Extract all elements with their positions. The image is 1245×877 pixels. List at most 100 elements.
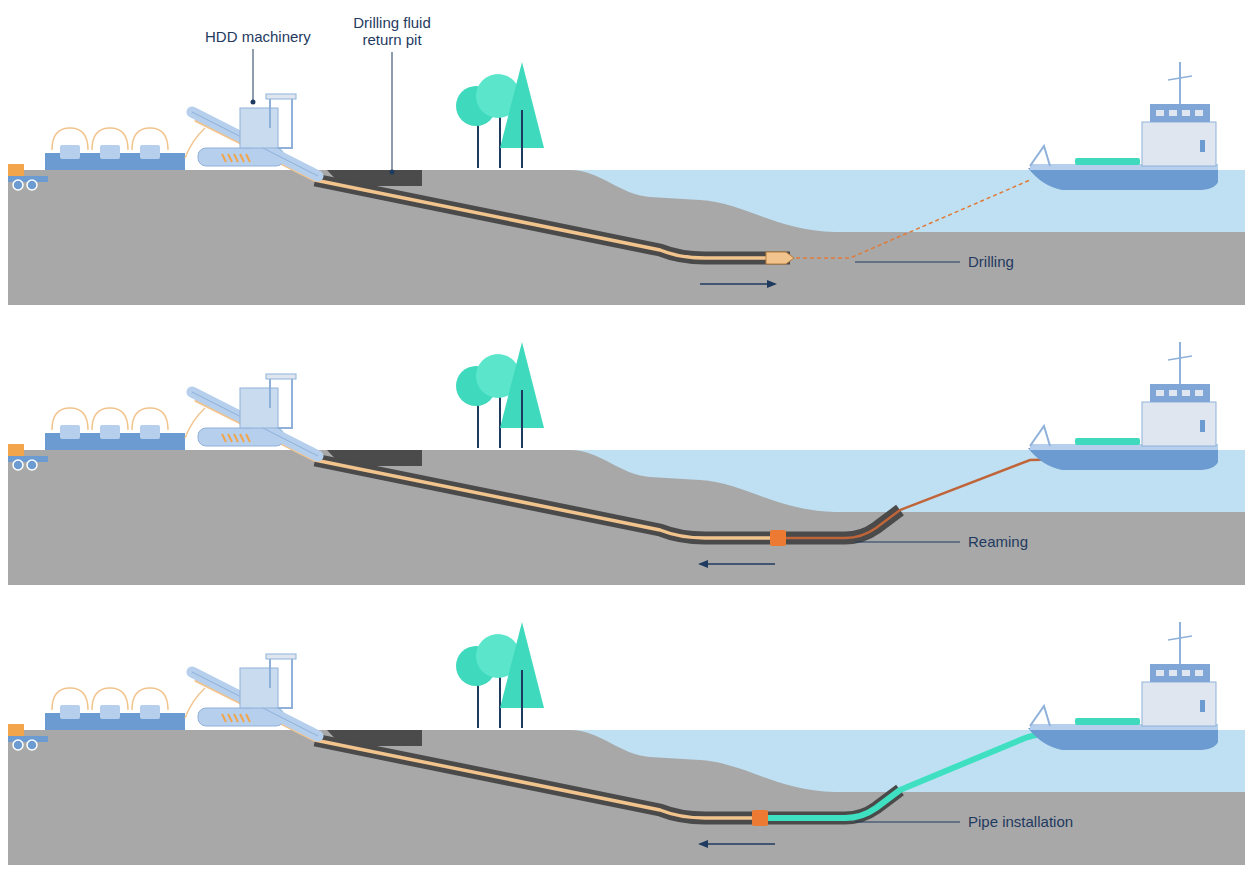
track-link [222,154,226,162]
a-frame [1030,706,1050,726]
arrow-head [698,560,708,568]
mast [1179,62,1181,104]
track-link [234,714,238,722]
cable-drum [1075,718,1140,725]
tank [60,145,80,159]
track-link [240,434,244,442]
borehole [315,460,900,538]
machine-body [240,388,278,428]
track-link [234,154,238,162]
wheel [13,460,23,470]
window [1182,110,1190,116]
wheel [13,180,23,190]
leader-lines [251,49,961,822]
machine-body [240,108,278,148]
ship-hull [1028,168,1218,190]
mast [1179,342,1181,384]
callout-label: Drilling fluid return pit [337,14,447,48]
cable-drum [1075,438,1140,445]
window [1182,390,1190,396]
a-frame [1030,146,1050,166]
tank [140,705,160,719]
window [1156,670,1164,676]
leader-line [855,822,960,823]
direction-arrow [700,563,775,565]
ship-hull [1028,448,1218,470]
wheel [27,740,37,750]
drill-string [195,120,768,258]
cab-roof [266,94,296,99]
cab-roof [266,374,296,379]
ship-bridge [1142,402,1216,446]
leader-line [253,49,254,100]
hose [132,128,168,150]
hose [92,688,128,710]
window [1182,670,1190,676]
mast-arm [1168,356,1192,360]
a-frame [1030,426,1050,446]
borehole [315,180,790,258]
hose [52,688,88,710]
track-link [240,714,244,722]
ship-hull [1028,728,1218,750]
stage-label: Reaming [968,533,1028,550]
track-link [234,434,238,442]
window [1195,110,1203,116]
tank [100,425,120,439]
track-link [240,154,244,162]
track-link [246,714,250,722]
operator-cab [270,378,292,428]
wheel [27,180,37,190]
panel [8,342,1245,585]
drill-head [766,252,794,264]
leader-dot [390,170,395,175]
leader-line [392,52,393,170]
track-link [228,714,232,722]
tree-trunk [521,670,523,728]
arrow-head [767,280,777,288]
ship-bridge [1142,122,1216,166]
reamer [770,530,786,546]
ground [8,730,1245,865]
window [1200,140,1205,152]
hose [52,128,88,150]
panel [8,62,1245,305]
leader-line [855,542,960,543]
tank [100,145,120,159]
track-link [246,154,250,162]
hose [132,408,168,430]
bridge-roof [1150,664,1210,682]
tank [100,705,120,719]
track-link [246,434,250,442]
ground [8,170,1245,305]
track-link [222,434,226,442]
tank [60,425,80,439]
leader-dot [251,100,256,105]
window [1200,700,1205,712]
cable-drum [1075,158,1140,165]
window [1195,670,1203,676]
tree-trunk [521,390,523,448]
mast-arm [1168,76,1192,80]
reamer [752,810,768,826]
panel [8,622,1245,865]
drill-string [195,680,756,818]
borehole [315,740,900,818]
window [1195,390,1203,396]
bridge-roof [1150,104,1210,122]
drill-string [195,400,772,538]
ship-bridge [1142,682,1216,726]
window [1169,670,1177,676]
hose [92,408,128,430]
window [1156,390,1164,396]
mast-arm [1168,636,1192,640]
operator-cab [270,98,292,148]
guide-line [796,180,1030,258]
tank [60,705,80,719]
track-link [228,154,232,162]
window [1156,110,1164,116]
window [1200,420,1205,432]
leader-line [855,262,960,263]
machine-body [240,668,278,708]
window [1169,110,1177,116]
